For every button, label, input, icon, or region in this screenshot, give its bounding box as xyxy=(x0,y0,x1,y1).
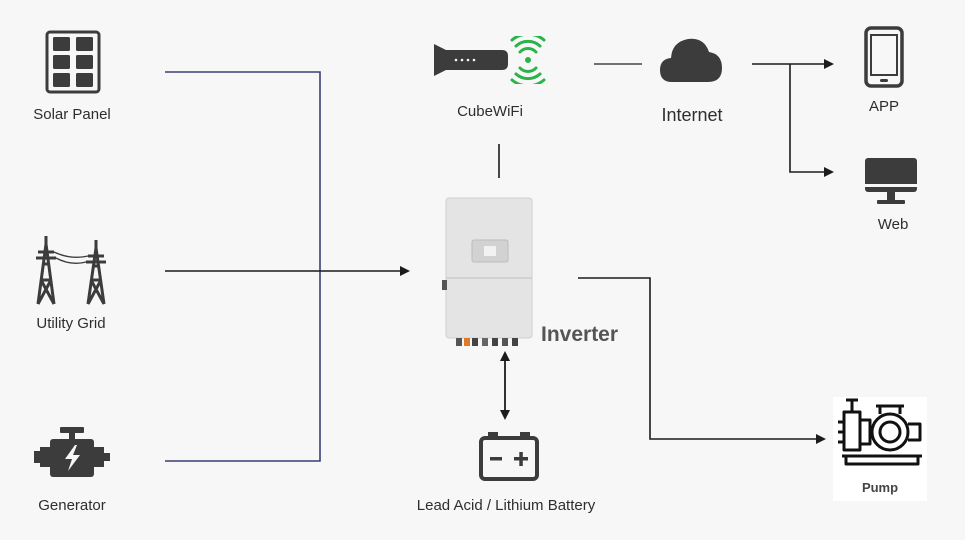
battery-label: Lead Acid / Lithium Battery xyxy=(416,497,596,514)
utility-grid-label: Utility Grid xyxy=(36,315,106,332)
cubewifi-label: CubeWiFi xyxy=(457,103,523,120)
app-label: APP xyxy=(868,98,900,115)
internet-web-arrow xyxy=(789,64,834,177)
wifi-dongle-icon xyxy=(434,36,546,84)
monitor-icon xyxy=(865,158,917,204)
inverter-label: Inverter xyxy=(541,323,619,346)
transmission-tower-icon xyxy=(36,236,106,305)
internet-label: Internet xyxy=(661,105,723,125)
cloud-icon xyxy=(660,38,722,82)
pump-label: Pump xyxy=(861,480,899,495)
battery-icon xyxy=(479,432,539,481)
smartphone-icon xyxy=(864,26,904,88)
solar-panel-label: Solar Panel xyxy=(33,106,111,123)
inverter-icon xyxy=(442,197,533,346)
engine-icon xyxy=(34,427,110,477)
generator-label: Generator xyxy=(38,497,106,514)
pump-icon xyxy=(838,398,922,466)
inverter-pump-arrow xyxy=(578,277,826,444)
source-bracket-line xyxy=(165,71,321,462)
web-label: Web xyxy=(877,216,909,233)
solar-panel-icon xyxy=(45,30,101,94)
